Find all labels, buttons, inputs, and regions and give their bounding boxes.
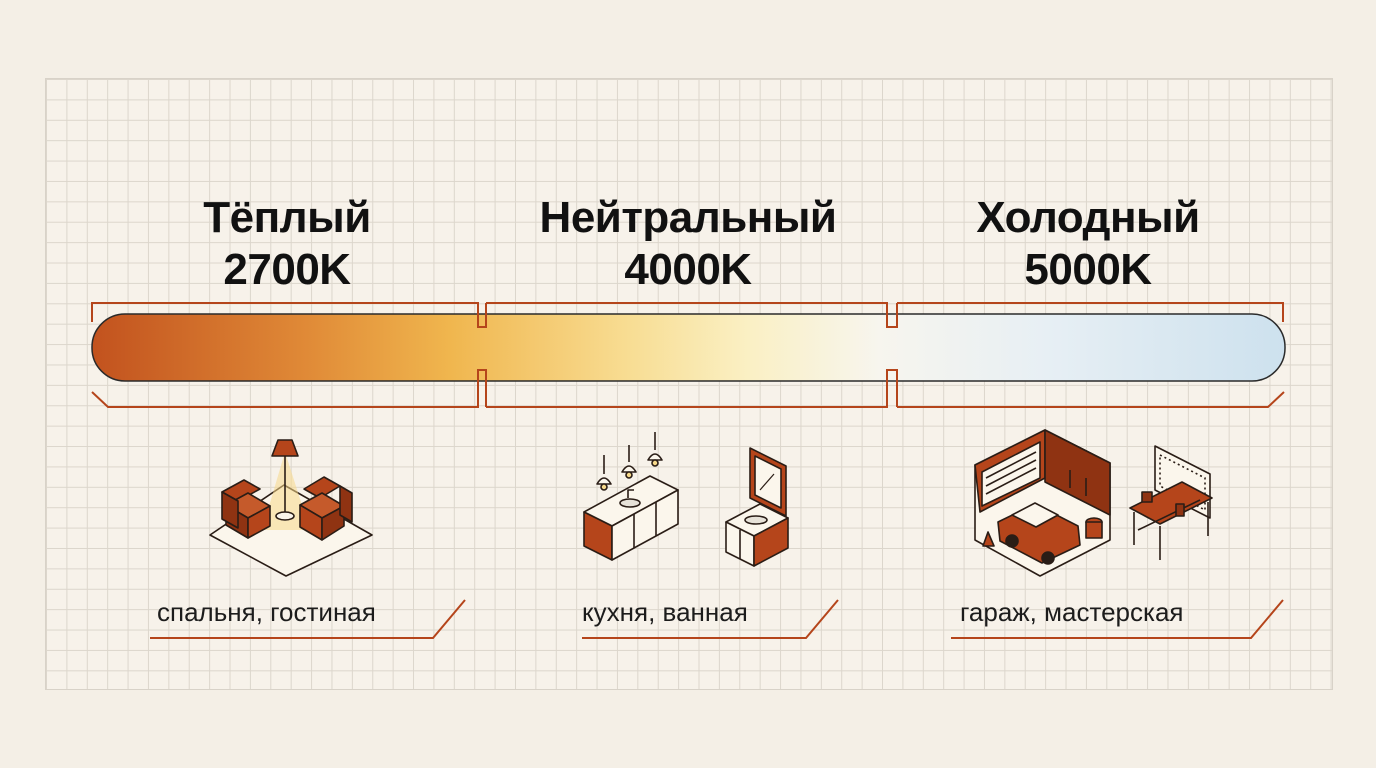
bracket-top-neutral bbox=[486, 302, 898, 328]
bracket-bottom-neutral bbox=[486, 369, 898, 408]
gradient-bar bbox=[91, 313, 1286, 382]
label-underlines bbox=[150, 599, 1284, 639]
underline-cool bbox=[951, 599, 1284, 639]
bracket-top-cool bbox=[897, 302, 1284, 322]
room-label-neutral: кухня, ванная bbox=[582, 597, 748, 627]
room-label-warm: спальня, гостиная bbox=[157, 597, 376, 627]
zone-name-warm: Тёплый bbox=[203, 193, 371, 242]
bracket-top-warm bbox=[91, 302, 487, 328]
underline-neutral bbox=[582, 599, 839, 639]
zone-name-neutral: Нейтральный bbox=[539, 193, 837, 242]
zone-brackets bbox=[91, 302, 1285, 408]
zone-temp-cool: 5000K bbox=[1024, 245, 1152, 294]
zone-title-neutral: Нейтральный 4000K bbox=[478, 192, 898, 296]
zone-title-cool: Холодный 5000K bbox=[878, 192, 1298, 296]
room-label-cool: гараж, мастерская bbox=[960, 597, 1184, 627]
bracket-bottom-warm bbox=[91, 369, 487, 408]
garage-workshop-icon bbox=[974, 429, 1213, 577]
bracket-bottom-cool bbox=[897, 391, 1285, 408]
zone-title-warm: Тёплый 2700K bbox=[77, 192, 497, 296]
underline-warm bbox=[150, 599, 466, 639]
graph-paper-background bbox=[45, 78, 1333, 690]
kitchen-bathroom-icon bbox=[583, 432, 789, 567]
zone-temp-warm: 2700K bbox=[223, 245, 351, 294]
armchairs-lamp-icon bbox=[209, 439, 373, 577]
zone-temp-neutral: 4000K bbox=[624, 245, 752, 294]
zone-name-cool: Холодный bbox=[976, 193, 1200, 242]
